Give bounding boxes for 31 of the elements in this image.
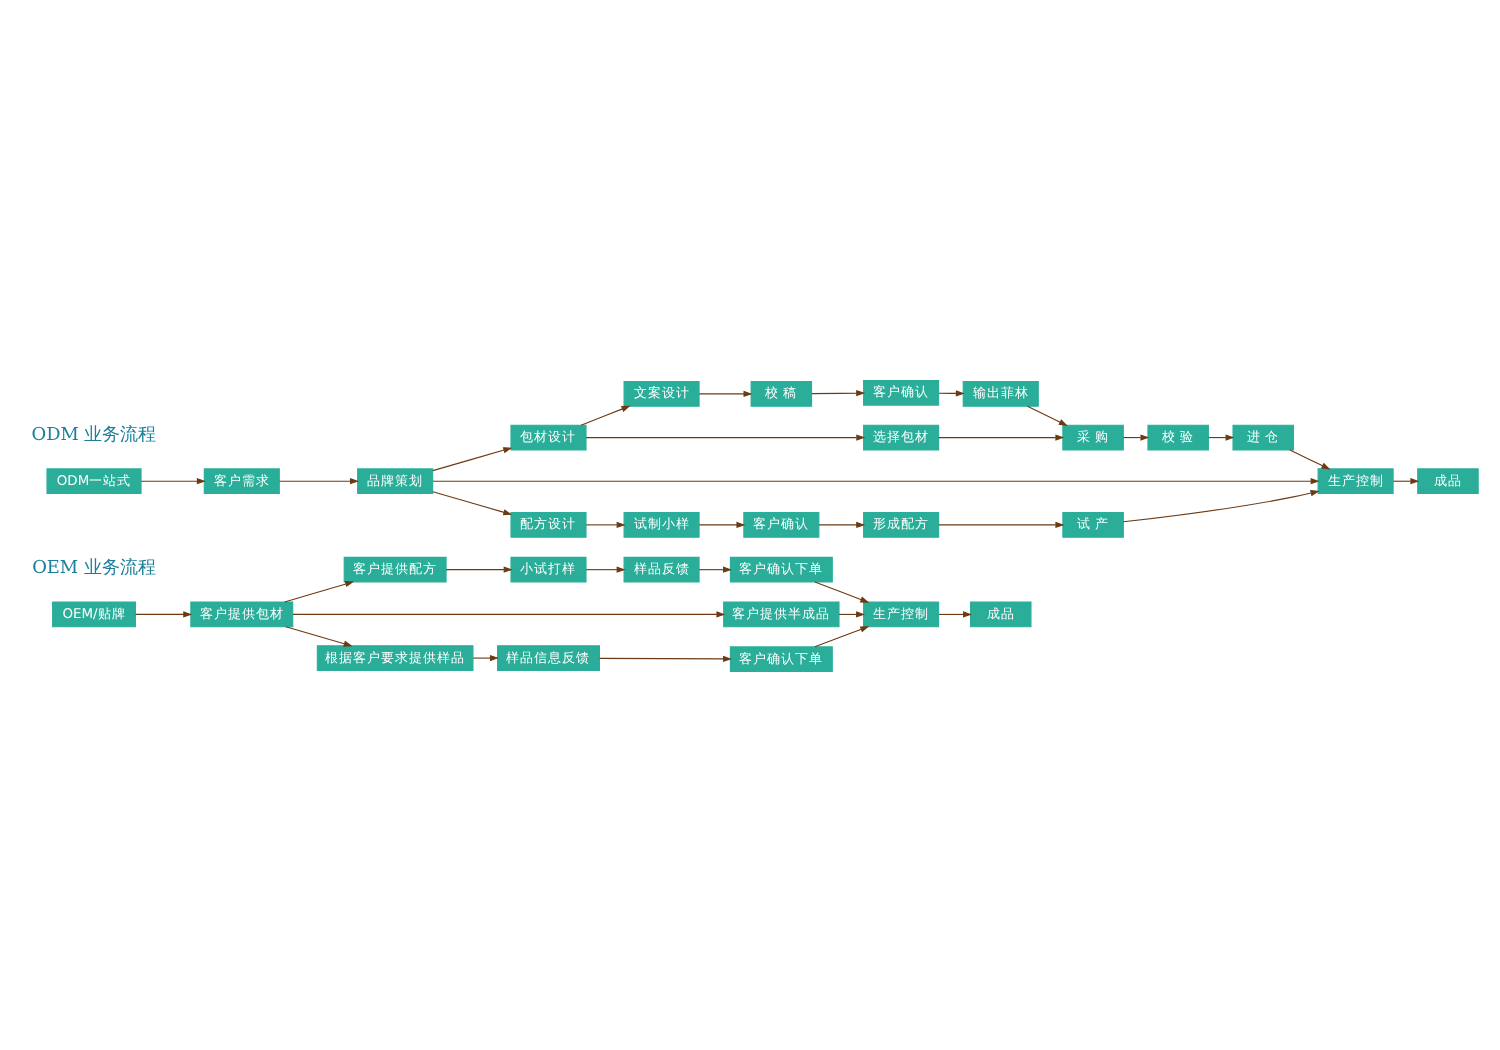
arrow	[585, 565, 626, 572]
arrow	[814, 625, 870, 647]
arrow	[445, 565, 513, 572]
label: ODM 业务流程	[31, 424, 157, 445]
arrow	[599, 654, 732, 662]
arrow	[698, 565, 732, 572]
arrow	[938, 520, 1065, 527]
arrow	[135, 610, 193, 617]
arrow	[140, 477, 206, 484]
arrow	[698, 520, 746, 527]
arrow	[292, 610, 726, 617]
arrow	[284, 580, 355, 602]
arrow	[938, 433, 1065, 440]
arrow	[432, 446, 513, 471]
arrow	[432, 490, 513, 515]
arrow	[811, 389, 866, 396]
arrow	[938, 610, 973, 617]
arrow	[1026, 404, 1068, 425]
arrow	[698, 389, 753, 397]
arrow	[585, 433, 866, 440]
arrow	[432, 477, 1320, 484]
arrow	[285, 625, 353, 646]
arrow	[580, 404, 631, 425]
arrow	[1122, 489, 1320, 522]
label: OEM 业务流程	[32, 557, 156, 578]
arrow	[814, 580, 870, 602]
arrow	[585, 520, 626, 527]
arrow	[472, 653, 499, 661]
arrow	[278, 477, 359, 484]
arrow	[1289, 448, 1331, 469]
arrow	[818, 520, 866, 527]
